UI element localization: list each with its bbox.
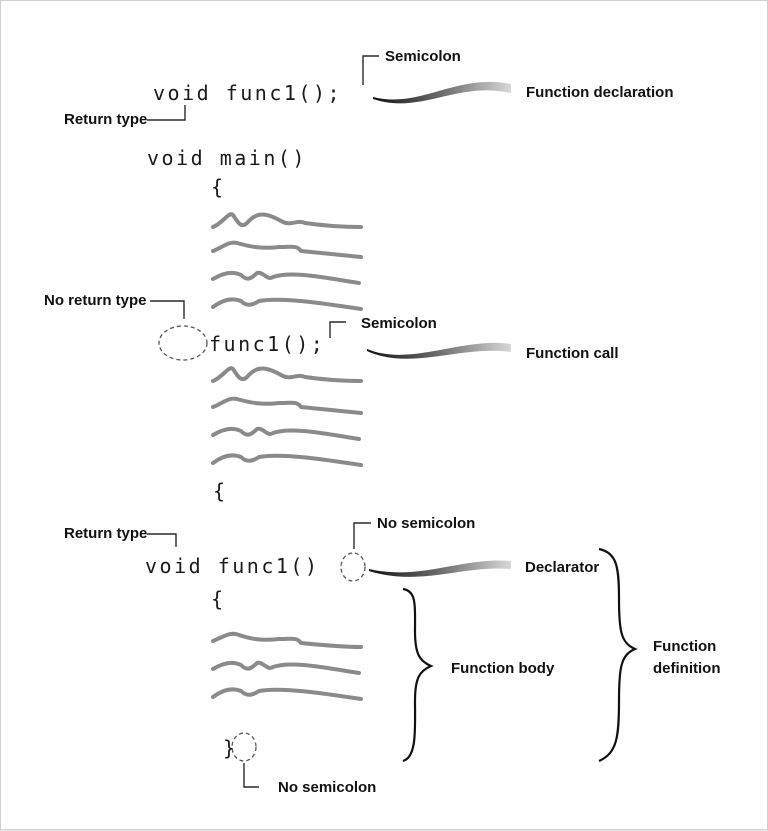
def-close-brace: } <box>223 736 238 760</box>
definition-code: void func1() <box>145 554 320 578</box>
return-type-top-label: Return type <box>64 111 147 128</box>
function-declaration-label: Function declaration <box>526 84 674 101</box>
main-close-brace: { <box>213 479 228 503</box>
call-swoosh <box>367 342 511 359</box>
no-semicolon-def-label: No semicolon <box>377 515 475 532</box>
return-type-top-leader <box>147 105 186 121</box>
no-return-type-leader <box>150 300 185 319</box>
semicolon-top-label: Semicolon <box>385 48 461 65</box>
code-squiggles-1 <box>211 212 363 311</box>
declarator-swoosh <box>369 560 511 577</box>
semicolon-top-leader <box>362 55 379 85</box>
function-definition-brace <box>598 547 638 763</box>
no-semicolon-end-label: No semicolon <box>278 779 376 796</box>
return-type-def-label: Return type <box>64 525 147 542</box>
no-return-type-circle <box>158 325 208 361</box>
code-squiggles-3 <box>211 631 363 701</box>
function-body-brace <box>402 587 434 763</box>
function-definition-label-line2: definition <box>653 660 721 677</box>
no-semicolon-def-leader <box>353 522 371 549</box>
call-code: func1(); <box>209 332 325 356</box>
main-open-brace: { <box>211 175 226 199</box>
function-body-label: Function body <box>451 660 555 677</box>
declarator-label: Declarator <box>525 559 599 576</box>
semicolon-call-leader <box>329 321 346 338</box>
return-type-def-leader <box>147 533 177 547</box>
def-open-brace: { <box>211 587 226 611</box>
declaration-code: void func1(); <box>153 81 342 105</box>
semicolon-call-label: Semicolon <box>361 315 437 332</box>
function-definition-label-line1: Function <box>653 638 716 655</box>
declaration-swoosh <box>373 81 511 104</box>
code-squiggles-2 <box>211 366 363 467</box>
no-return-type-label: No return type <box>44 292 147 309</box>
no-semicolon-end-circle <box>231 732 257 762</box>
no-semicolon-end-leader <box>243 763 259 788</box>
no-semicolon-def-circle <box>340 552 366 582</box>
function-call-label: Function call <box>526 345 619 362</box>
main-code: void main() <box>147 146 307 170</box>
